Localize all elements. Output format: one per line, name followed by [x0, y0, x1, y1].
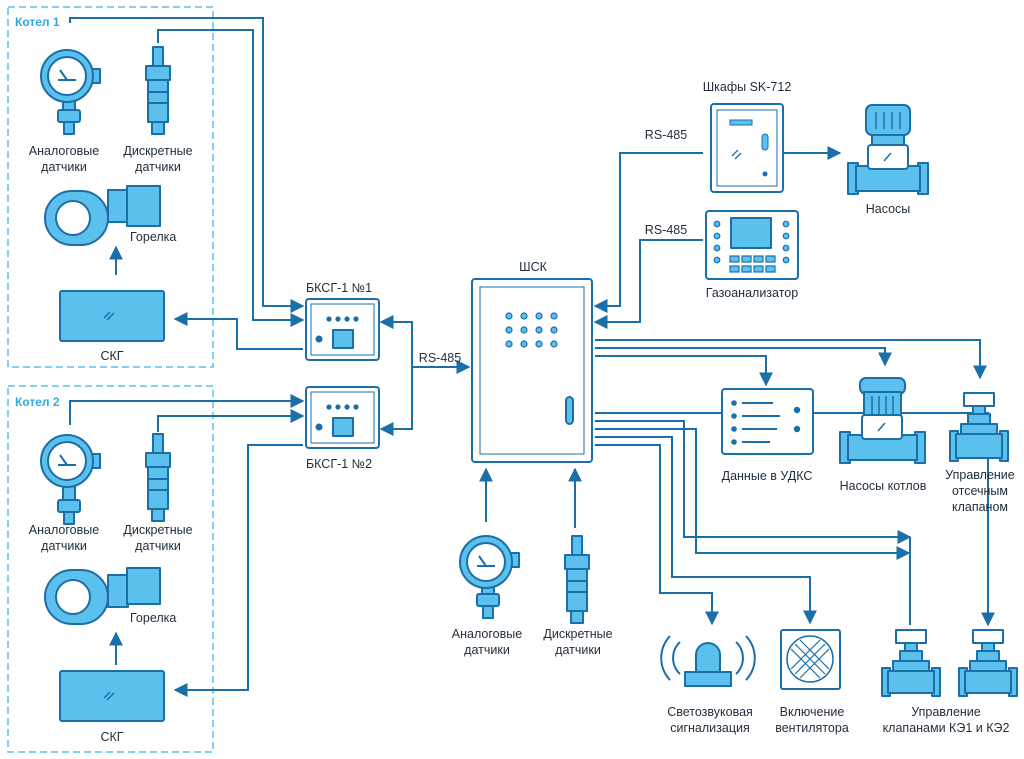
- boiler2-discrete-sensor-icon: [145, 433, 171, 522]
- boiler2-skg-icon: [59, 670, 165, 722]
- boiler2-skg-label: СКГ: [100, 730, 123, 744]
- bksg1-label: БКСГ-1 №1: [306, 281, 372, 295]
- bottom-discrete-sensor-icon: [564, 535, 590, 624]
- valve-ke2-icon: [958, 629, 1018, 697]
- rs485-top1-label: RS-485: [645, 128, 687, 142]
- sk712-cabinet-icon: [710, 103, 784, 193]
- fan-icon: [780, 629, 841, 690]
- boiler1-burner-label: Горелка: [130, 230, 176, 244]
- bksg1-module-icon: [305, 298, 380, 361]
- boiler2-burner-icon: [44, 567, 161, 625]
- bksg2-module-icon: [305, 386, 380, 449]
- gas-analyzer-label: Газоанализатор: [706, 286, 798, 300]
- pump-icon: [847, 104, 929, 195]
- boiler-pump-icon: [839, 377, 926, 464]
- bottom-analog-sensor-icon: [459, 535, 520, 619]
- sk712-label: Шкафы SK-712: [703, 80, 792, 94]
- rs485-left-label: RS-485: [419, 351, 461, 365]
- boiler-pumps-label: Насосы котлов: [840, 479, 927, 493]
- boiler1-label: Котел 1: [15, 15, 60, 29]
- boiler2-label: Котел 2: [15, 395, 60, 409]
- boiler1-discrete-sensor-icon: [145, 46, 171, 135]
- udks-panel-icon: [721, 388, 814, 455]
- boiler1-skg-label: СКГ: [100, 349, 123, 363]
- boiler2-burner-label: Горелка: [130, 611, 176, 625]
- siren-icon: [660, 635, 756, 687]
- boiler2-analog-sensor-icon: [40, 434, 101, 525]
- boiler1-analog-sensor-icon: [40, 49, 101, 135]
- shutoff-valve-icon: [949, 392, 1009, 462]
- pumps-label: Насосы: [866, 202, 911, 216]
- bksg2-label: БКСГ-1 №2: [306, 457, 372, 471]
- udks-label: Данные в УДКС: [722, 469, 813, 483]
- rs485-top2-label: RS-485: [645, 223, 687, 237]
- boiler2-group: Котел 2: [7, 385, 214, 753]
- shsk-label: ШСК: [519, 260, 547, 274]
- shsk-cabinet-icon: [471, 278, 593, 463]
- gas-analyzer-icon: [705, 210, 799, 280]
- valve-ke1-icon: [881, 629, 941, 697]
- boiler1-burner-icon: [44, 185, 161, 246]
- boiler1-group: Котел 1: [7, 6, 214, 368]
- boiler1-skg-icon: [59, 290, 165, 342]
